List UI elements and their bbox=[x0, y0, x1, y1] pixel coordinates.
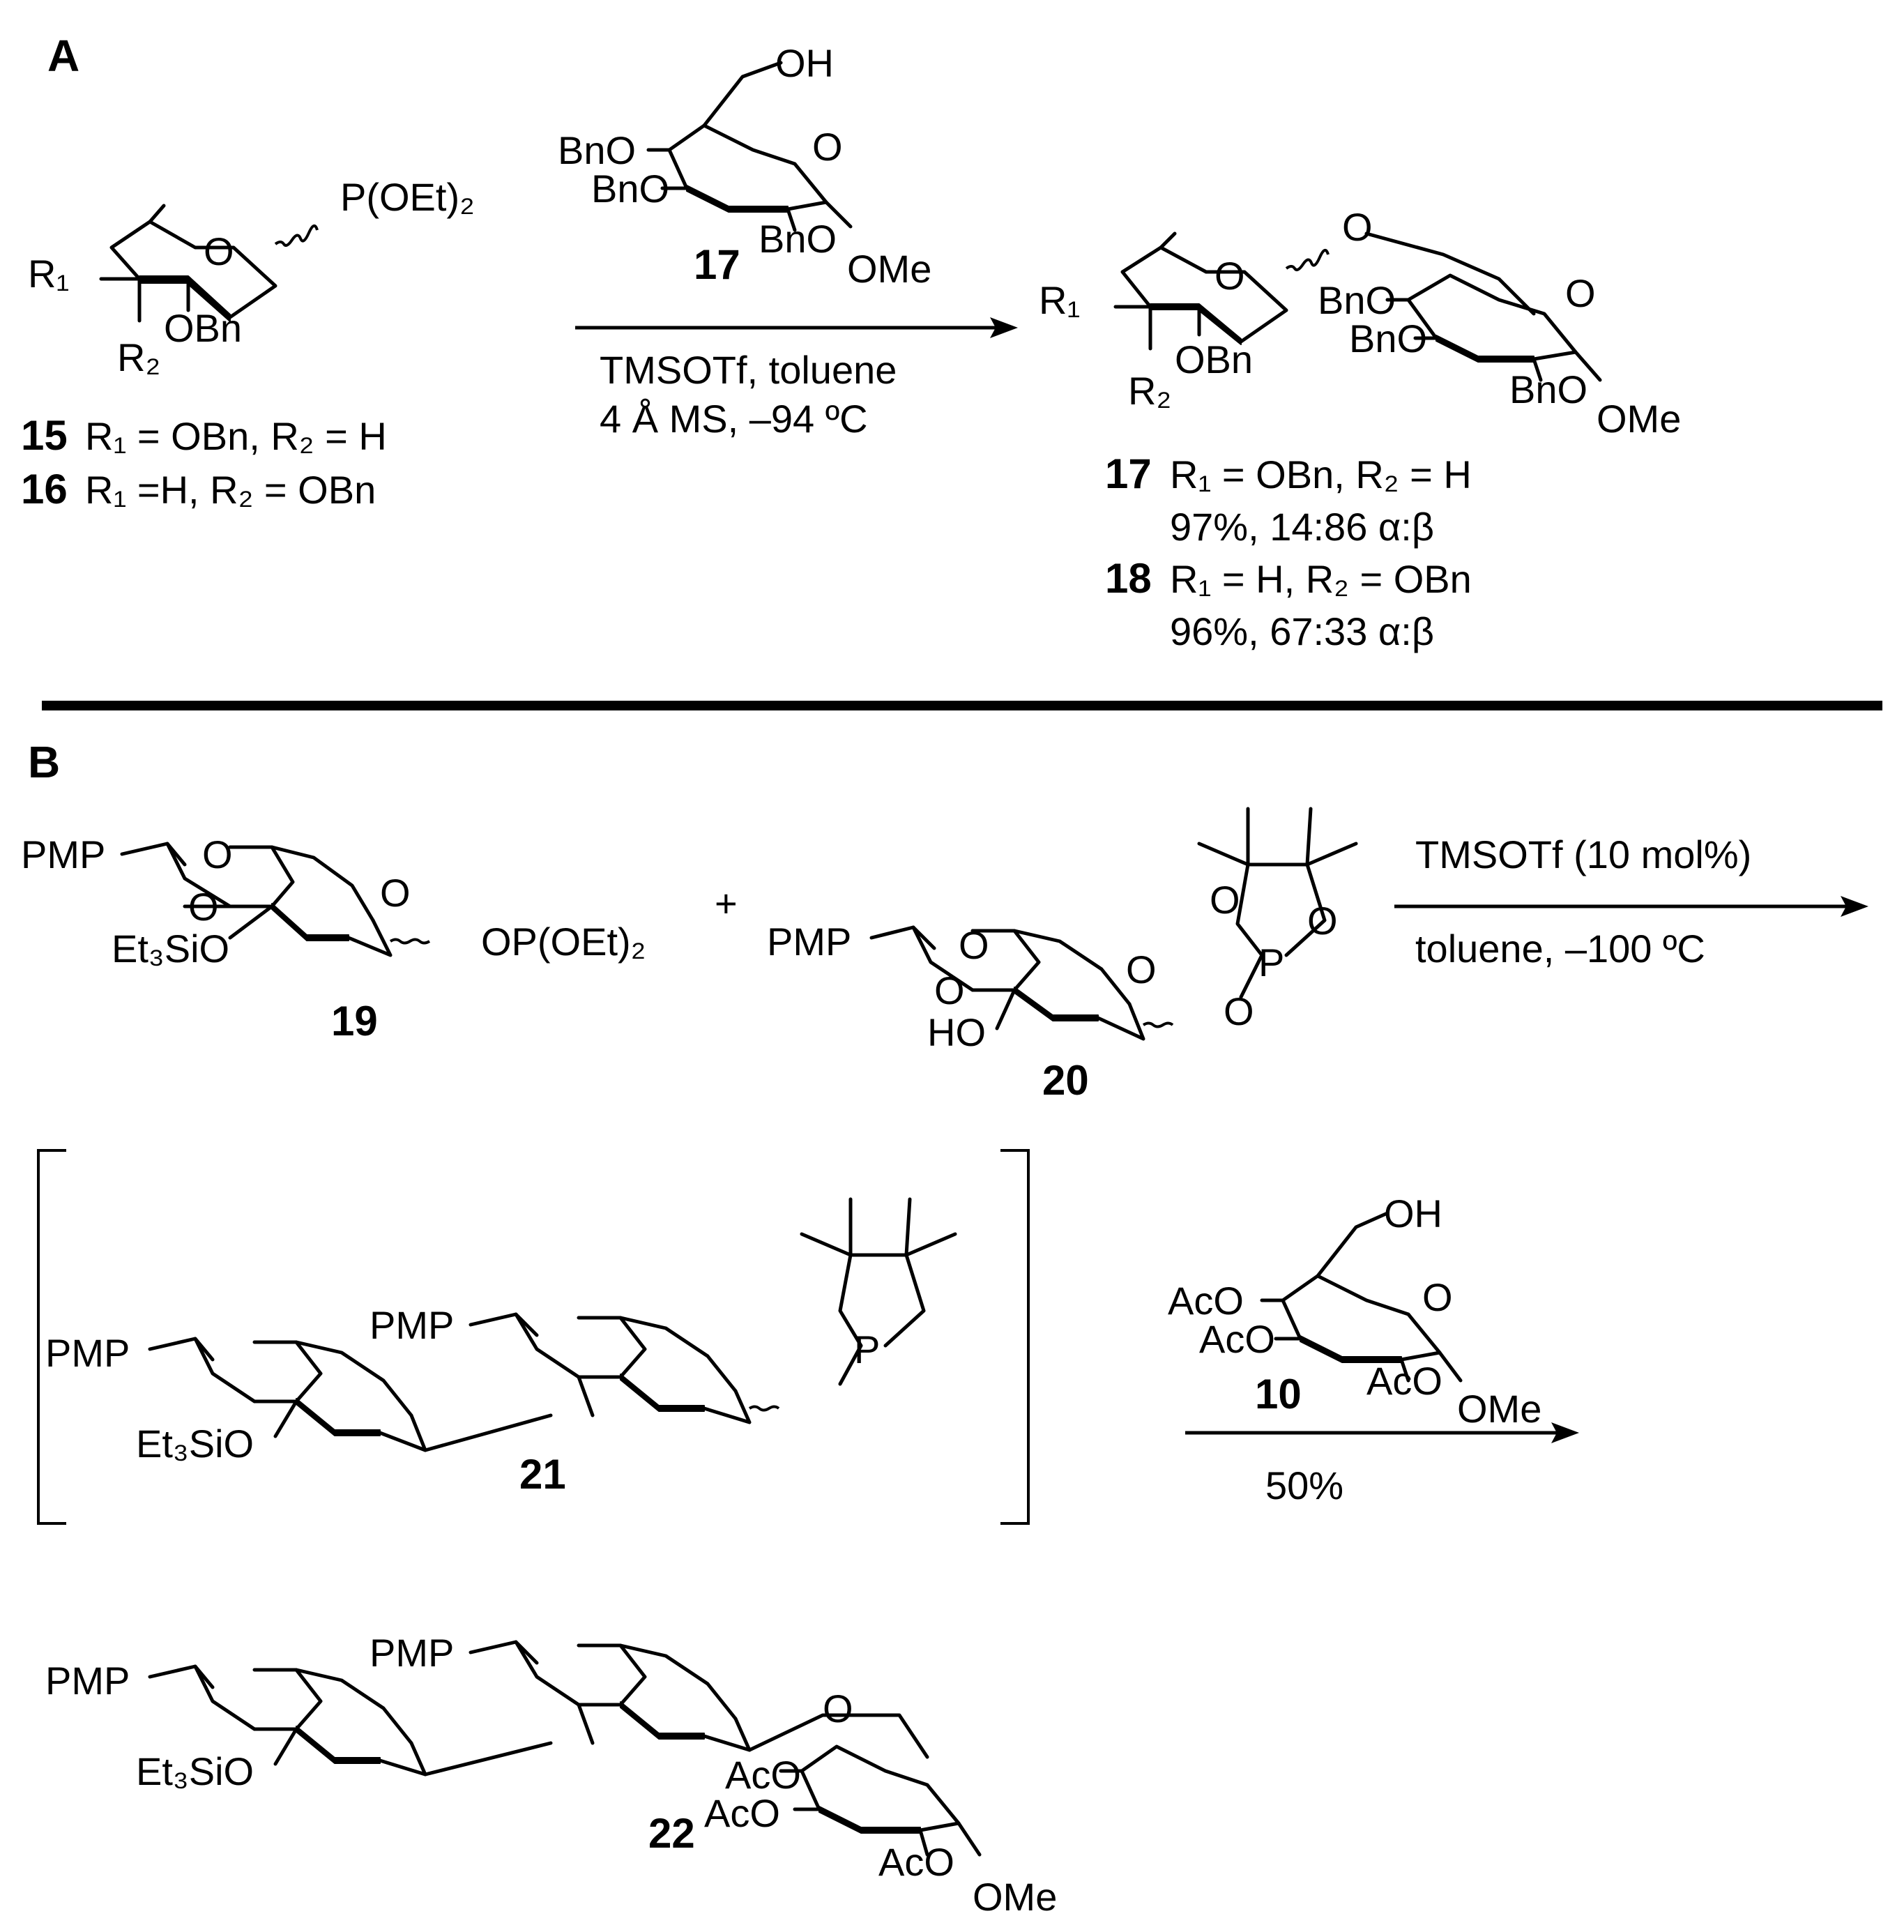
c21-pmp2: PMP bbox=[370, 1303, 454, 1347]
compound-18-definition: R₁ = H, R₂ = OBn bbox=[1170, 557, 1472, 601]
panel-divider bbox=[42, 701, 1882, 710]
compound-15-number: 15 bbox=[21, 412, 68, 459]
conditions-b1-line2: toluene, –100 ºC bbox=[1415, 927, 1705, 971]
acceptor-ring-o: O bbox=[812, 125, 843, 169]
compound-17-yield: 97%, 14:86 α:β bbox=[1170, 505, 1434, 549]
c21-pmp1: PMP bbox=[45, 1331, 130, 1375]
conditions-a-line2: 4 Å MS, –94 ºC bbox=[600, 397, 868, 441]
bracket-left bbox=[37, 1149, 66, 1525]
c22-link-o: O bbox=[823, 1687, 853, 1731]
acceptor-bno2: BnO bbox=[759, 217, 837, 261]
reaction-arrow-b2 bbox=[1185, 1422, 1579, 1443]
c20-o-a: O bbox=[959, 923, 989, 967]
acceptor-17-structure: OH O BnO BnO BnO OMe bbox=[558, 41, 931, 291]
c19-pmp: PMP bbox=[21, 832, 105, 876]
c22-silyl: Et₃SiO bbox=[136, 1749, 254, 1793]
c22-pmp2: PMP bbox=[370, 1631, 454, 1675]
c22-ome: OMe bbox=[973, 1875, 1057, 1919]
c20-ho: HO bbox=[927, 1010, 986, 1054]
compound-18-number: 18 bbox=[1105, 555, 1152, 602]
compound-22-number: 22 bbox=[648, 1810, 695, 1857]
product-r1: R₁ bbox=[1039, 278, 1080, 322]
compound-17-number-acceptor: 17 bbox=[694, 241, 740, 288]
compound-21-structure: PMP PMP Et₃SiO P bbox=[45, 1197, 957, 1466]
compound-19-number: 19 bbox=[331, 998, 378, 1044]
product-disaccharide-structure: O O O R₁ OBn R₂ BnO BnO BnO OMe bbox=[1039, 205, 1681, 441]
c10-aco3: AcO bbox=[1199, 1317, 1275, 1361]
c10-oh: OH bbox=[1384, 1192, 1442, 1235]
c19-silyl: Et₃SiO bbox=[112, 927, 229, 971]
compound-19-structure: PMP O O O Et₃SiO OP(OEt)₂ bbox=[21, 832, 646, 971]
panel-label-b: B bbox=[28, 737, 60, 787]
product-ring-o2: O bbox=[1565, 271, 1596, 315]
compound-10-number: 10 bbox=[1255, 1371, 1302, 1417]
compound-16-definition: R₁ =H, R₂ = OBn bbox=[85, 468, 376, 512]
sm-phosphite: P(OEt)₂ bbox=[340, 175, 475, 219]
product-bno2: BnO bbox=[1509, 367, 1587, 411]
acceptor-oh: OH bbox=[775, 41, 834, 85]
acceptor-bno3: BnO bbox=[591, 167, 669, 211]
compound-20-structure: PMP O O O HO O O P O bbox=[767, 807, 1358, 1054]
c10-ome: OMe bbox=[1457, 1387, 1541, 1431]
c21-silyl: Et₃SiO bbox=[136, 1422, 254, 1466]
c19-ring-o: O bbox=[380, 871, 411, 915]
c22-pmp1: PMP bbox=[45, 1659, 130, 1703]
product-obn: OBn bbox=[1175, 337, 1253, 381]
c20-o-p2: O bbox=[1307, 899, 1338, 943]
product-link-o: O bbox=[1342, 205, 1373, 249]
c10-ring-o: O bbox=[1422, 1275, 1453, 1319]
starting-material-15-16: O R₁ OBn R₂ P(OEt)₂ bbox=[28, 175, 475, 379]
sm-r2: R₂ bbox=[117, 335, 160, 379]
c19-o-b: O bbox=[188, 885, 219, 929]
reaction-arrow-b1 bbox=[1394, 896, 1868, 917]
c19-phosphite: OP(OEt)₂ bbox=[481, 920, 646, 964]
c20-o-link: O bbox=[1224, 989, 1254, 1033]
c22-aco2: AcO bbox=[878, 1840, 954, 1884]
acceptor-bno4: BnO bbox=[558, 128, 636, 172]
c20-o-p1: O bbox=[1210, 878, 1240, 922]
product-bno4: BnO bbox=[1318, 278, 1396, 322]
reaction-arrow-a bbox=[575, 317, 1018, 338]
c20-p: P bbox=[1258, 941, 1284, 984]
conditions-b1-line1: TMSOTf (10 mol%) bbox=[1415, 832, 1751, 876]
sm-obn: OBn bbox=[164, 306, 242, 350]
c22-aco3: AcO bbox=[704, 1791, 780, 1835]
conditions-a-line1: TMSOTf, toluene bbox=[600, 348, 897, 392]
c22-aco4: AcO bbox=[725, 1753, 801, 1797]
c20-pmp: PMP bbox=[767, 920, 851, 964]
bracket-right bbox=[1000, 1149, 1030, 1525]
product-r2: R₂ bbox=[1128, 369, 1171, 413]
acceptor-ome: OMe bbox=[847, 247, 931, 291]
sm-r1: R₁ bbox=[28, 252, 69, 296]
product-ome: OMe bbox=[1597, 397, 1681, 441]
c10-aco2: AcO bbox=[1366, 1359, 1442, 1403]
plus-sign: + bbox=[715, 881, 738, 925]
c20-o-b: O bbox=[934, 968, 965, 1012]
c20-ring-o: O bbox=[1126, 948, 1157, 991]
c10-aco4: AcO bbox=[1168, 1279, 1244, 1323]
compound-16-number: 16 bbox=[21, 466, 68, 512]
product-ring-o1: O bbox=[1214, 254, 1245, 298]
compound-17-number-product: 17 bbox=[1105, 450, 1152, 497]
compound-18-yield: 96%, 67:33 α:β bbox=[1170, 609, 1434, 653]
yield-b: 50% bbox=[1265, 1463, 1343, 1507]
compound-20-number: 20 bbox=[1042, 1057, 1089, 1104]
compound-22-structure: PMP PMP Et₃SiO O AcO AcO AcO OMe bbox=[45, 1631, 1057, 1919]
c19-o-a: O bbox=[202, 832, 233, 876]
c21-p: P bbox=[854, 1328, 880, 1371]
compound-21-number: 21 bbox=[519, 1451, 566, 1498]
compound-15-definition: R₁ = OBn, R₂ = H bbox=[85, 414, 387, 458]
panel-label-a: A bbox=[47, 31, 79, 81]
sm-ring-o: O bbox=[204, 229, 234, 273]
compound-17-definition: R₁ = OBn, R₂ = H bbox=[1170, 452, 1472, 496]
acceptor-10-structure: OH O AcO AcO AcO OMe bbox=[1168, 1192, 1541, 1431]
product-bno3: BnO bbox=[1349, 317, 1427, 360]
